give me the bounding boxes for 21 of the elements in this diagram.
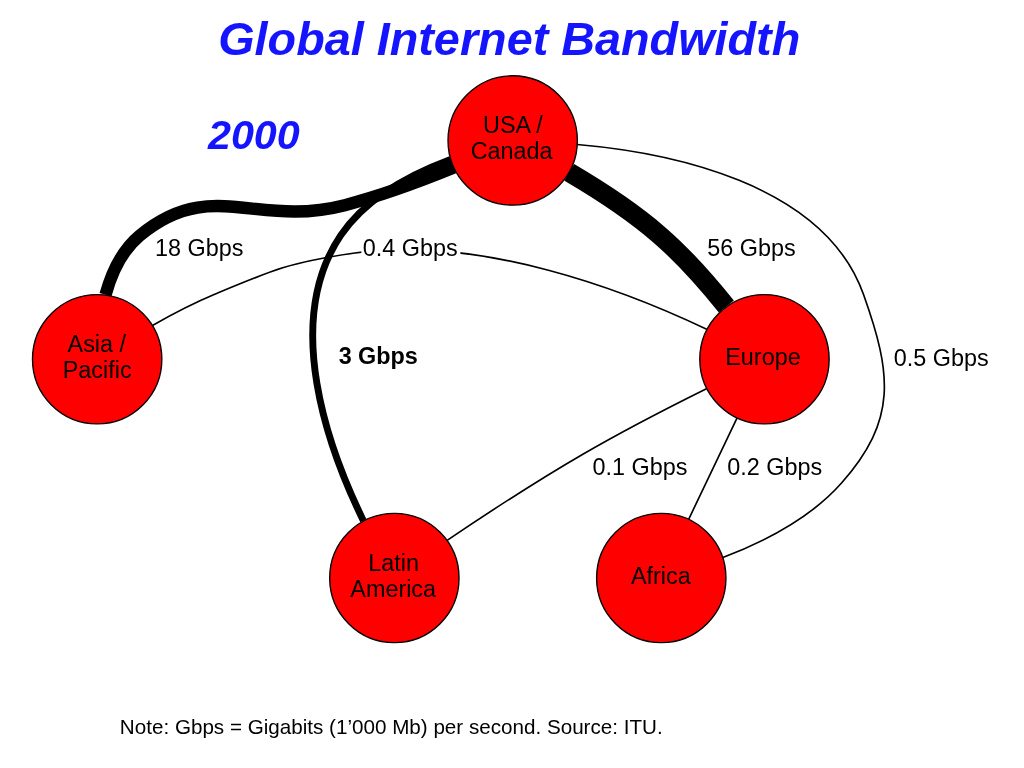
edge-label: 0.1 Gbps [592, 453, 688, 480]
node-circle: Latin America [329, 512, 460, 644]
edge-label: 0.2 Gbps [727, 453, 823, 480]
connector [564, 164, 734, 313]
connector [99, 161, 457, 297]
node-circle: USA / Canada [447, 75, 579, 206]
connector [446, 387, 708, 542]
connector [309, 156, 452, 523]
node-circle: Asia / Pacific [31, 293, 163, 425]
caption: Note: Gbps = Gigabits (1’000 Mb) per second. Source: ITU. [119, 715, 663, 739]
edge-label: 3 Gbps [338, 343, 418, 370]
edge-label: 0.4 Gbps [362, 235, 458, 262]
edge-label: 18 Gbps [154, 235, 244, 262]
node-circle: Africa [595, 512, 727, 644]
connector [576, 143, 886, 559]
label: 2000 [207, 112, 300, 159]
node-circle: Europe [699, 293, 830, 425]
edge-label: 56 Gbps [707, 235, 796, 262]
edge-label: 0.5 Gbps [893, 344, 989, 371]
diagram-title: Global Internet Bandwidth [218, 13, 801, 66]
connector [687, 417, 738, 520]
